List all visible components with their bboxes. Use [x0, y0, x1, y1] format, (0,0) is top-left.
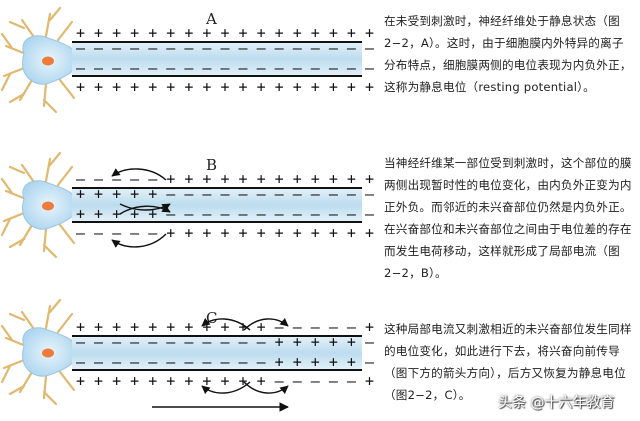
outer-signs-top-b: – – – – – + + + + + + + + + + + + + + + … [76, 170, 380, 188]
inner-signs-bottom-b: + + + + + – – – – – – – – – – – – – – – … [76, 205, 380, 223]
local-current-arrow-backward-outer-bottom-c [201, 381, 251, 395]
outer-signs-bottom-c: + + + + + + + + + + + – – – – – + + + + … [76, 372, 380, 390]
local-current-arrow-forward-outer-bottom-c [243, 381, 289, 395]
nerve-impulse-diagram: A + + + + + + + + + + + + + + + + + + + … [0, 6, 380, 412]
inner-signs-bottom-a: – – – – – – – – – – – – – – – – – – – – … [76, 59, 380, 77]
axon-c [72, 336, 362, 370]
neuron-a [0, 6, 77, 114]
neuron-b [0, 151, 77, 259]
inner-signs-top-a: – – – – – – – – – – – – – – – – – – – – … [76, 39, 380, 57]
local-current-arrow-outer-top-b [111, 168, 167, 181]
watermark: 头条 @十六年教育 [498, 395, 615, 411]
inner-signs-top-c: – – – – – – – – – – – + + + + + – – – – … [76, 333, 380, 351]
panel-b-description: 当神经纤维某一部位受到刺激时，这个部位的膜两侧出现暂时性的电位变化，由内负外正变… [384, 156, 632, 280]
panel-b-label: B [206, 156, 217, 174]
outer-signs-top-c: + + + + + + + + + + + – – – – – + + + + … [76, 318, 380, 336]
panel-c-label: C [206, 309, 217, 327]
panel-a-description: 在未受到刺激时，神经纤维处于静息状态（图2−2，A）。这时，由于细胞膜内外特异的… [384, 14, 632, 94]
nucleus-c [42, 348, 54, 358]
axon-a [72, 42, 362, 76]
axon-b [72, 188, 362, 222]
local-current-arrow-outer-bottom-b [111, 233, 167, 248]
panel-c: C + + + + + + + + + + + – – – – – + + + … [0, 298, 380, 412]
panel-a-label: A [205, 10, 217, 28]
local-current-arrow-backward-outer-top-c [201, 317, 251, 331]
panel-c-description: 这种局部电流又刺激相近的未兴奋部位发生同样的电位变化，如此进行下去，将兴奋向前传… [384, 322, 632, 402]
outer-signs-bottom-a: + + + + + + + + + + + + + + + + + + + + … [76, 78, 380, 96]
neuron-c [0, 298, 77, 406]
outer-signs-bottom-b: – – – – – + + + + + + + + + + + + + + + … [76, 224, 380, 242]
local-current-arrow-forward-outer-top-c [243, 317, 289, 331]
nucleus-a [42, 56, 54, 66]
outer-signs-top-a: + + + + + + + + + + + + + + + + + + + + … [76, 24, 380, 42]
dendrites-b [0, 151, 76, 259]
inner-signs-top-b: + + + + + – – – – – – – – – – – – – – – … [76, 185, 380, 203]
dendrites-a [0, 6, 76, 114]
inner-signs-bottom-c: – – – – – – – – – – – + + + + + – – – – … [76, 353, 380, 371]
panel-b: B – – – – – + + + + + + + + + + + + + + … [0, 151, 380, 259]
local-current-arrow-inner-bottom-b [119, 204, 171, 215]
nucleus-b [42, 201, 54, 211]
panel-a: A + + + + + + + + + + + + + + + + + + + … [0, 6, 380, 114]
dendrites-c [0, 298, 76, 406]
